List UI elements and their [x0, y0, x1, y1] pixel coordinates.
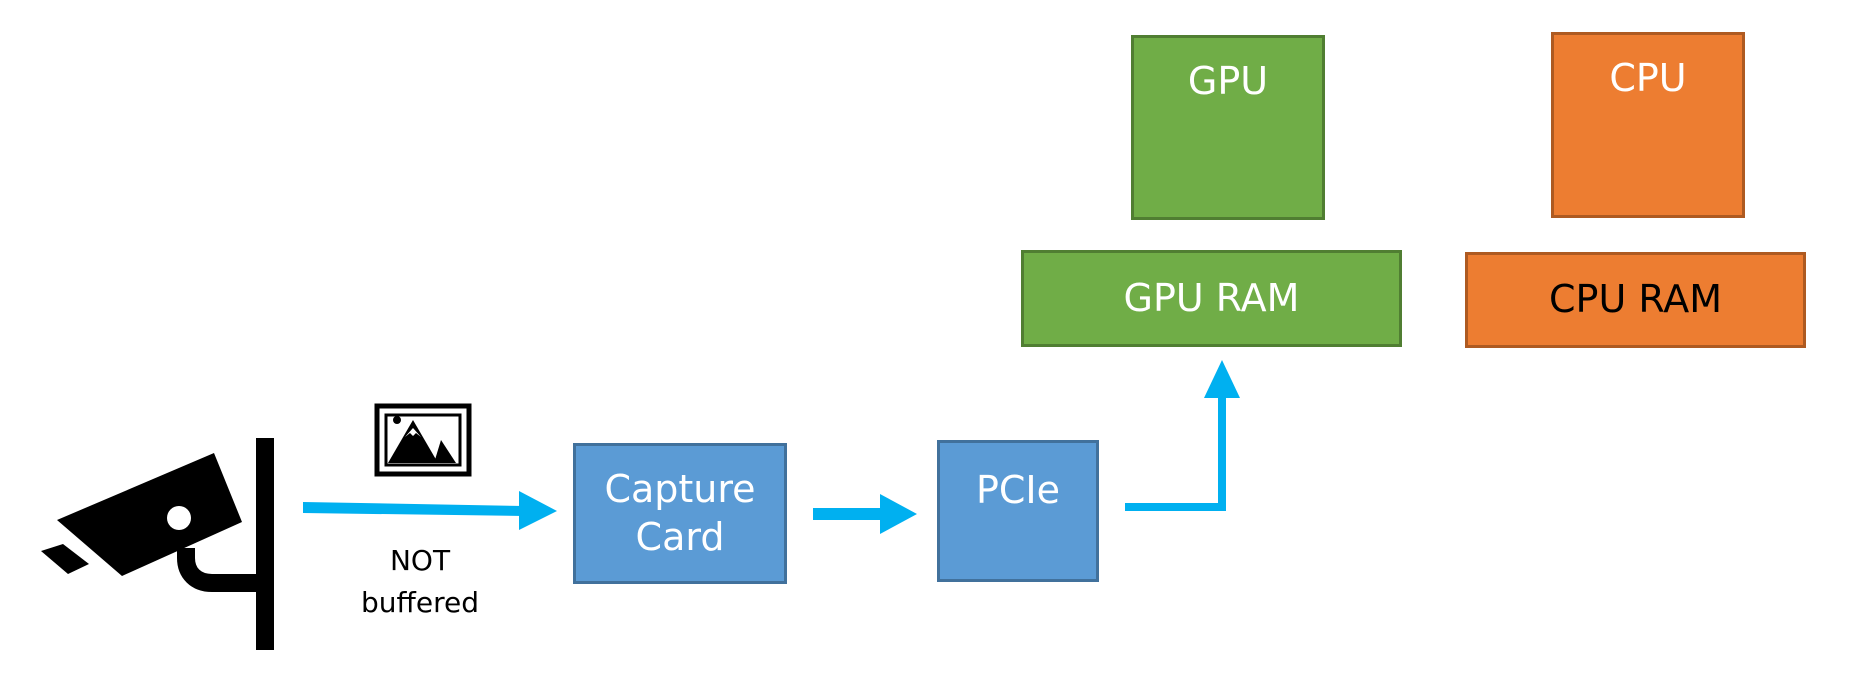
- gpu-ram-box: GPU RAM: [1021, 250, 1402, 347]
- gpu-box: GPU: [1131, 35, 1325, 220]
- arrow-capture-to-pcie: [813, 494, 917, 534]
- cpu-box: CPU: [1551, 32, 1745, 218]
- pcie-label: PCIe: [975, 468, 1061, 512]
- image-frame-icon: [374, 403, 472, 477]
- gpu-label: GPU: [1187, 59, 1269, 103]
- capture-card-label-line-2: Card: [635, 514, 725, 559]
- annotation-line-2: buffered: [361, 586, 479, 619]
- gpu-ram-label: GPU RAM: [1123, 275, 1300, 320]
- pcie-box: PCIe: [937, 440, 1099, 582]
- arrow-camera-to-capture: [303, 491, 557, 530]
- cpu-label: CPU: [1609, 56, 1687, 100]
- cpu-ram-label: CPU RAM: [1549, 277, 1722, 322]
- capture-card-label-line-1: Capture: [604, 467, 756, 511]
- cpu-ram-box: CPU RAM: [1465, 252, 1806, 348]
- arrow-pcie-to-gpu-ram: [1125, 360, 1240, 511]
- annotation-line-1: NOT: [389, 544, 451, 577]
- capture-card-box: Capture Card: [573, 443, 787, 584]
- security-camera-icon: [41, 438, 274, 650]
- not-buffered-annotation: NOT buffered: [340, 540, 500, 624]
